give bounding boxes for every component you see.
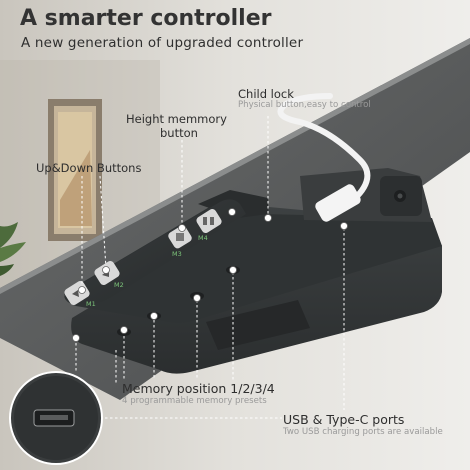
desk-edge <box>0 38 470 294</box>
button-label-m1: M1 <box>86 300 96 308</box>
height-memory-label-line1: Height memmory <box>126 112 227 126</box>
up-down-label: Up&Down Buttons <box>36 161 142 175</box>
child-lock-label: Child lock <box>238 87 294 101</box>
usb-ports-desc: Two USB charging ports are available <box>283 427 443 437</box>
callout-lines <box>75 116 345 419</box>
plant-decoration <box>0 222 26 276</box>
memory-button-m3[interactable] <box>167 224 193 250</box>
button-label-m3: M3 <box>172 250 182 258</box>
memory-position-label: Memory position 1/2/3/4 <box>122 381 275 396</box>
page-title: A smarter controller <box>20 6 272 31</box>
usb-plug <box>315 184 361 222</box>
usb-cable <box>277 93 371 209</box>
child-lock-desc: Physical button,easy to control <box>238 100 371 110</box>
memory-button-m4[interactable] <box>195 208 223 235</box>
button-label-m2: M2 <box>114 281 124 289</box>
button-label-m4: M4 <box>198 234 208 242</box>
height-memory-label-line2: button <box>160 126 198 140</box>
usb-ports-label: USB & Type-C ports <box>283 412 405 427</box>
memory-position-desc: 4 programmable memory presets <box>122 396 267 406</box>
wall-picture-frame <box>48 99 102 241</box>
page-subtitle: A new generation of upgraded controller <box>21 35 304 51</box>
callout-dots <box>72 208 348 342</box>
usb-port-closeup <box>9 371 103 465</box>
controller-label-plate <box>206 300 310 350</box>
